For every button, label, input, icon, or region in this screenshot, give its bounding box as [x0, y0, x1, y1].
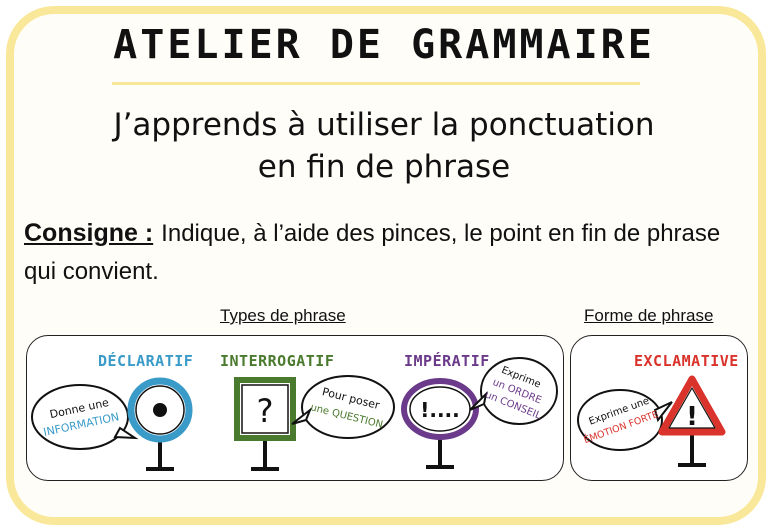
instruction: Consigne :Indique, à l’aide des pinces, … [24, 214, 754, 291]
title-underline [112, 82, 640, 85]
caption-imperatif: IMPÉRATIF [404, 352, 490, 370]
declaratif-bubble: Donne une INFORMATION [31, 384, 139, 450]
forme-section-label: Forme de phrase [584, 306, 714, 325]
exclamative-sign-glyph: ! [686, 402, 698, 432]
subtitle: J’apprends à utiliser la ponctuation en … [0, 104, 768, 188]
exclamative-bubble: Exprime une ÉMOTION FORTE [577, 389, 673, 451]
subtitle-line-2: en fin de phrase [257, 149, 511, 185]
interrogatif-bubble: Pour poser une QUESTION [291, 375, 395, 439]
caption-declaratif: DÉCLARATIF [98, 352, 194, 370]
exclamative-sign-icon: ! [658, 375, 726, 467]
declaratif-sign-icon [127, 377, 193, 471]
interrogatif-sign-glyph: ? [257, 392, 274, 430]
imperatif-bubble: Exprime un ORDRE un CONSEIL [469, 357, 558, 425]
interrogatif-sign-icon: ? [234, 377, 296, 471]
caption-exclamative: EXCLAMATIVE [634, 352, 739, 370]
imperatif-sign-icon: !.... [401, 378, 479, 469]
subtitle-line-1: J’apprends à utiliser la ponctuation [113, 107, 655, 143]
types-section-label: Types de phrase [220, 306, 346, 325]
caption-interrogatif: INTERROGATIF [220, 352, 335, 370]
instruction-label: Consigne : [24, 219, 154, 247]
page-title: ATELIER DE GRAMMAIRE [113, 22, 655, 68]
instruction-text: Indique, à l’aide des pinces, le point e… [24, 220, 721, 285]
imperatif-sign-glyph: !.... [420, 398, 460, 422]
